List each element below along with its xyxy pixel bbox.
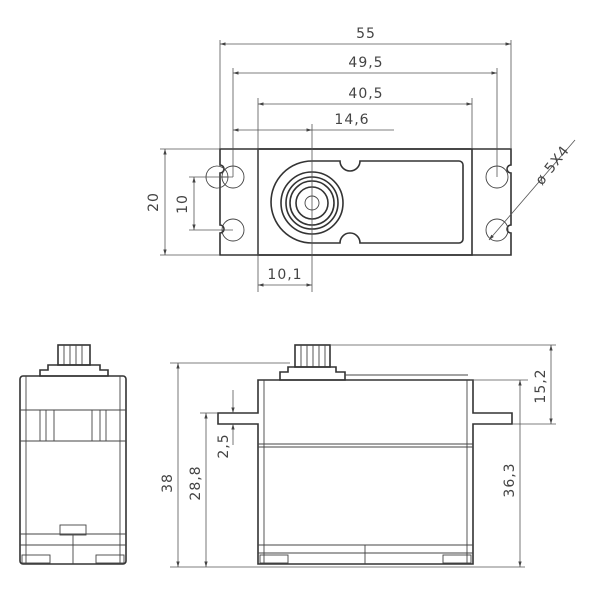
end-view [19,344,127,565]
dim-width: 20 [146,192,162,212]
dim-hole-diameter: ø 5X4 [533,143,574,189]
dim-flange-thickness: 2,5 [216,433,232,458]
top-view: 55 49,5 40,5 14,6 20 10 10,1 ø 5X4 [146,26,576,292]
top-cover-outline [270,160,464,244]
dim-overall-length: 55 [356,26,376,42]
dim-shaft-from-edge: 10,1 [267,267,302,283]
dim-body-length: 40,5 [348,86,383,102]
dim-shaft-offset: 14,6 [334,112,369,128]
dim-flange-height: 28,8 [188,465,204,500]
mounting-flange-outline [219,148,512,256]
dim-total-height: 38 [160,473,176,493]
dim-hole-spacing: 49,5 [348,55,383,71]
side-body [217,379,513,565]
dim-body-height: 36,3 [502,462,518,497]
spline [57,344,91,366]
side-view: 38 28,8 2,5 36,3 15,2 [160,344,556,568]
dim-hole-pitch: 10 [175,194,191,214]
dim-top-to-flange: 15,2 [533,368,549,403]
